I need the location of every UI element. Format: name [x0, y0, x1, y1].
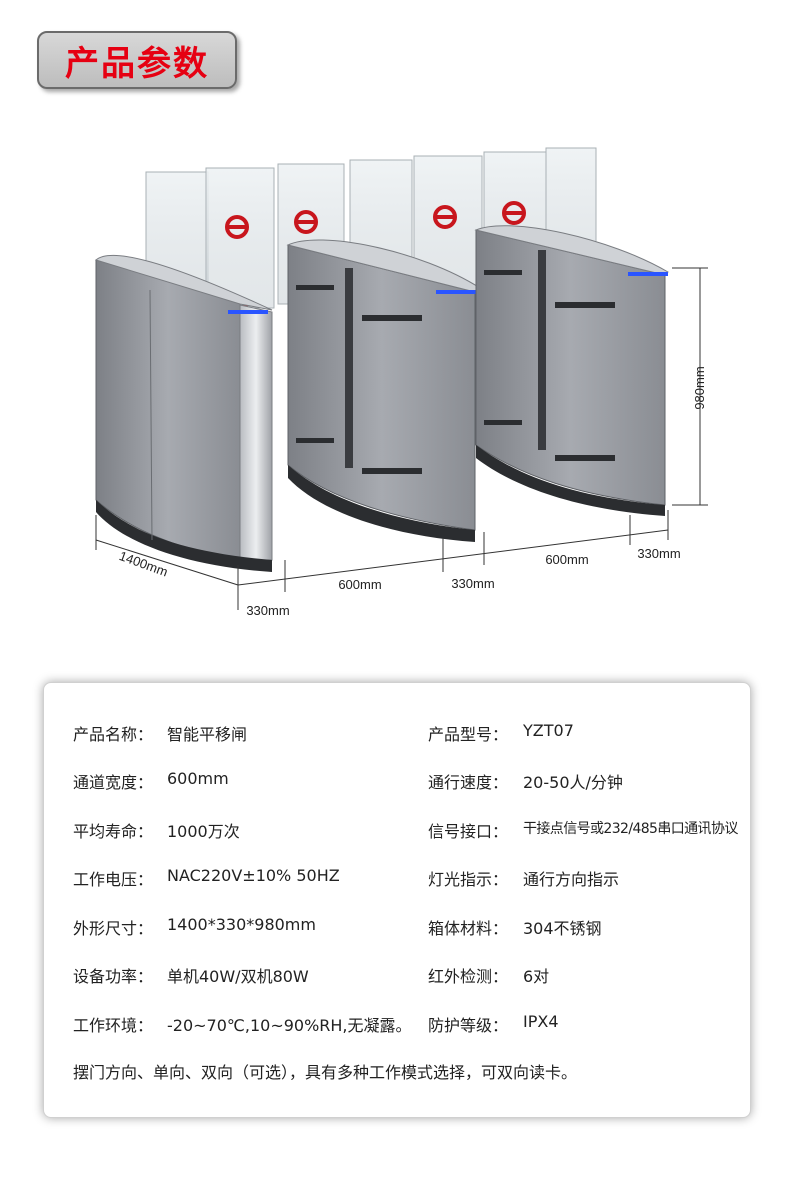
spec-label: 通道宽度： — [73, 773, 154, 792]
spec-label: 信号接口： — [428, 822, 509, 841]
spec-label: 外形尺寸： — [73, 919, 154, 938]
spec-value: 304不锈钢 — [523, 919, 602, 938]
spec-label: 平均寿命： — [73, 822, 154, 841]
spec-label: 工作环境： — [73, 1016, 154, 1035]
spec-value: 1400*330*980mm — [167, 915, 316, 934]
metro-logo-icon — [433, 205, 457, 229]
spec-row: 工作电压： NAC220V±10% 50HZ 灯光指示： 通行方向指示 — [44, 866, 750, 890]
spec-label: 工作电压： — [73, 870, 154, 889]
spec-row: 设备功率： 单机40W/双机80W 红外检测： 6对 — [44, 963, 750, 987]
header-badge: 产品参数 — [37, 31, 237, 89]
spec-value: 单机40W/双机80W — [167, 967, 309, 986]
cabinet-middle — [286, 239, 481, 542]
spec-value: YZT07 — [523, 721, 574, 740]
dimension-lines — [95, 267, 708, 610]
metro-logo-icon — [225, 215, 249, 239]
spec-row: 工作环境： -20~70℃,10~90%RH,无凝露。 防护等级： IPX4 — [44, 1012, 750, 1036]
spec-value: 6对 — [523, 967, 550, 986]
spec-value: -20~70℃,10~90%RH,无凝露。 — [167, 1016, 412, 1035]
dimension-side-right-label: 330mm — [637, 546, 680, 561]
cabinet-right — [474, 225, 669, 516]
turnstile-illustration: 980mm 1400mm 330mm 600mm 330mm 600mm 330… — [94, 147, 708, 618]
spec-row: 外形尺寸： 1400*330*980mm 箱体材料： 304不锈钢 — [44, 915, 750, 939]
spec-row: 平均寿命： 1000万次 信号接口： 干接点信号或232/485串口通讯协议 — [44, 818, 750, 842]
spec-row: 产品名称： 智能平移闸 产品型号： YZT07 — [44, 721, 750, 745]
spec-value: 1000万次 — [167, 822, 240, 841]
metro-logo-icon — [294, 210, 318, 234]
spec-row: 通道宽度： 600mm 通行速度： 20-50人/分钟 — [44, 769, 750, 793]
spec-label: 箱体材料： — [428, 919, 509, 938]
cabinet-left — [94, 255, 273, 572]
dimension-side-left-label: 330mm — [246, 603, 289, 618]
spec-label: 防护等级： — [428, 1016, 509, 1035]
dimension-middle-label: 330mm — [451, 576, 494, 591]
spec-label: 红外检测： — [428, 967, 509, 986]
spec-value: 20-50人/分钟 — [523, 773, 623, 792]
dimension-channel-left-label: 600mm — [338, 577, 381, 592]
spec-value: 智能平移闸 — [167, 725, 248, 744]
spec-label: 产品名称： — [73, 725, 154, 744]
spec-label: 设备功率： — [73, 967, 154, 986]
dimension-length-label: 1400mm — [117, 548, 170, 579]
page-title: 产品参数 — [65, 43, 209, 84]
spec-value: 通行方向指示 — [523, 870, 620, 889]
spec-label: 产品型号： — [428, 725, 509, 744]
spec-note: 摆门方向、单向、双向（可选），具有多种工作模式选择，可双向读卡。 — [73, 1063, 578, 1082]
spec-value: 600mm — [167, 769, 229, 788]
dimension-height-label: 980mm — [692, 366, 707, 409]
spec-value: IPX4 — [523, 1012, 559, 1031]
spec-card: 产品名称： 智能平移闸 产品型号： YZT07 通道宽度： 600mm 通行速度… — [43, 682, 751, 1118]
metro-logo-icon — [502, 201, 526, 225]
spec-value: NAC220V±10% 50HZ — [167, 866, 340, 885]
spec-label: 通行速度： — [428, 773, 509, 792]
spec-label: 灯光指示： — [428, 870, 509, 889]
spec-value: 干接点信号或232/485串口通讯协议 — [523, 821, 738, 837]
dimension-channel-right-label: 600mm — [545, 552, 588, 567]
